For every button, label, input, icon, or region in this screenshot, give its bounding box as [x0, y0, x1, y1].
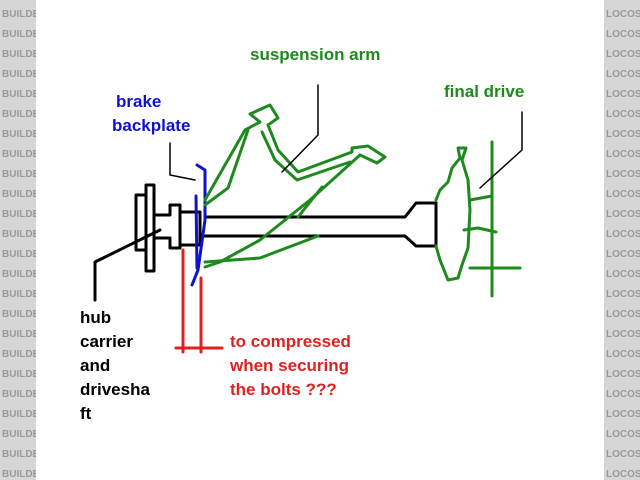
brake-leader-line [169, 142, 196, 181]
watermark-text-left: BUILDERS.CO [2, 169, 36, 180]
left-watermark-strip: BUILDERS.CO BUILDERS.CO BUILDERS.CO BUILDER… [0, 0, 36, 480]
watermark-text-left: BUILDERS.CO [2, 469, 36, 480]
watermark-text-left: BUILDERS.CO [2, 149, 36, 160]
watermark-text-right: LOCOST [606, 229, 640, 240]
watermark-text-left: BUILDERS.CO [2, 449, 36, 460]
watermark-text-right: LOCOST [606, 209, 640, 220]
watermark-text-right: LOCOST [606, 189, 640, 200]
hub-label-line2: carrier [80, 332, 133, 351]
brake-label-line2: backplate [112, 116, 191, 135]
watermark-text-left: BUILDERS.CO [2, 109, 36, 120]
final-drive [434, 140, 522, 298]
watermark-text-right: LOCOST [606, 249, 640, 260]
watermark-text-left: BUILDERS.CO [2, 69, 36, 80]
watermark-text-right: LOCOST [606, 369, 640, 380]
watermark-text-left: BUILDERS.CO [2, 89, 36, 100]
watermark-text-right: LOCOST [606, 429, 640, 440]
watermark-text-right: LOCOST [606, 449, 640, 460]
watermark-text-left: BUILDERS.CO [2, 369, 36, 380]
suspension-leader-line [281, 84, 319, 173]
watermark-text-left: BUILDERS.CO [2, 189, 36, 200]
watermark-text-left: BUILDERS.CO [2, 389, 36, 400]
watermark-text-left: BUILDERS.CO [2, 409, 36, 420]
watermark-text-left: BUILDERS.CO [2, 329, 36, 340]
watermark-text-right: LOCOST [606, 89, 640, 100]
right-watermark-strip: LOCOST LOCOST LOCOST LOCOST LOCOST LOCOST LOCO… [604, 0, 640, 480]
brake-label-line1: brake [116, 92, 162, 111]
hub-label-line1: hub [80, 308, 112, 327]
watermark-text-left: BUILDERS.CO [2, 249, 36, 260]
watermark-text-left: BUILDERS.CO [2, 349, 36, 360]
watermark-text-left: BUILDERS.CO [2, 229, 36, 240]
driveshaft [203, 201, 438, 248]
watermark-text-left: BUILDERS.CO [2, 309, 36, 320]
watermark-text-right: LOCOST [606, 69, 640, 80]
diagram-svg [93, 84, 523, 354]
watermark-text-left: BUILDERS.CO [2, 269, 36, 280]
watermark-text-right: LOCOST [606, 109, 640, 120]
watermark-text-right: LOCOST [606, 29, 640, 40]
watermark-text-right: LOCOST [606, 49, 640, 60]
watermark-text-right: LOCOST [606, 149, 640, 160]
watermark-text-left: BUILDERS.CO [2, 9, 36, 20]
watermark-text-right: LOCOST [606, 389, 640, 400]
question-label-line2: when securing [230, 356, 350, 375]
diagram-canvas: suspension arm final drive brake backpla… [36, 0, 604, 480]
watermark-text-left: BUILDERS.CO [2, 49, 36, 60]
hub-label-line4: drivesha [80, 380, 150, 399]
compression-indicator [174, 248, 224, 354]
watermark-text-right: LOCOST [606, 289, 640, 300]
watermark-text-left: BUILDERS.CO [2, 129, 36, 140]
watermark-text-right: LOCOST [606, 469, 640, 480]
suspension-arm [203, 103, 387, 269]
watermark-text-right: LOCOST [606, 409, 640, 420]
watermark-text-right: LOCOST [606, 169, 640, 180]
watermark-text-left: BUILDERS.CO [2, 429, 36, 440]
watermark-text-right: LOCOST [606, 269, 640, 280]
watermark-text-left: BUILDERS.CO [2, 209, 36, 220]
watermark-text-right: LOCOST [606, 349, 640, 360]
final-drive-label: final drive [444, 82, 525, 101]
question-label-line3: the bolts ??? [230, 380, 337, 399]
watermark-text-left: BUILDERS.CO [2, 289, 36, 300]
watermark-text-left: BUILDERS.CO [2, 29, 36, 40]
brake-backplate [190, 163, 207, 287]
suspension-arm-label: suspension arm [250, 45, 381, 64]
question-label-line1: to compressed [230, 332, 351, 351]
watermark-text-right: LOCOST [606, 309, 640, 320]
watermark-text-right: LOCOST [606, 9, 640, 20]
hub-carrier [93, 183, 202, 302]
hub-label-line5: ft [80, 404, 92, 423]
final-drive-leader-line [479, 111, 523, 189]
hub-label-line3: and [80, 356, 111, 375]
watermark-text-right: LOCOST [606, 329, 640, 340]
watermark-text-right: LOCOST [606, 129, 640, 140]
